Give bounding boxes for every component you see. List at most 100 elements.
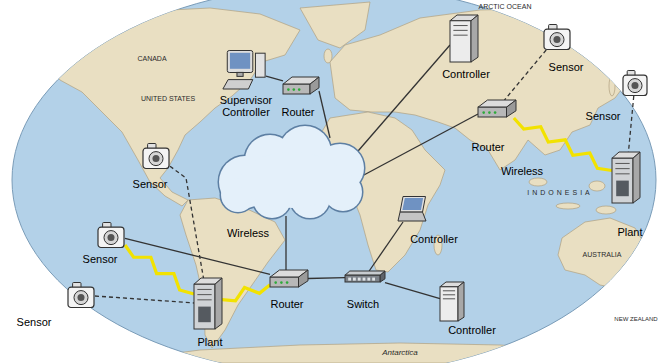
device-icon — [440, 282, 464, 322]
plant-panel — [616, 181, 629, 197]
keyboard — [223, 80, 253, 89]
continent-name: Antarctica — [382, 348, 418, 357]
router-device: Router — [283, 77, 319, 95]
device-label: Router — [270, 298, 303, 310]
device-icon — [543, 24, 571, 50]
tower-side — [458, 282, 464, 321]
plant-panel — [198, 307, 211, 323]
router-device: Router — [270, 270, 308, 288]
camera-body — [98, 227, 124, 247]
camera-lens-core — [152, 155, 159, 162]
switch-port — [348, 278, 351, 281]
drive-bay — [443, 290, 455, 291]
drive-bay — [453, 25, 467, 26]
monitor-stand — [237, 72, 243, 76]
device-icon — [397, 196, 427, 222]
switch-port — [372, 278, 375, 281]
router-light — [280, 281, 283, 284]
router-device: Router — [478, 100, 516, 118]
sensor-camera: Sensor — [142, 143, 170, 169]
ocean-name: ARCTIC OCEAN — [479, 3, 532, 10]
router-light — [488, 111, 491, 114]
tower-front — [612, 158, 633, 203]
island — [556, 203, 580, 209]
network-link — [369, 222, 403, 271]
new-zealand — [647, 293, 653, 311]
camera-lens-core — [77, 294, 84, 301]
router-side — [310, 77, 319, 94]
device-icon — [97, 222, 125, 248]
internet-cloud — [219, 126, 364, 218]
device-label: Controller — [448, 324, 496, 336]
router-front — [478, 107, 507, 117]
camera-lens-core — [631, 82, 638, 89]
device-icon — [612, 152, 640, 204]
drive-bay — [615, 168, 629, 169]
cloud-link — [362, 114, 478, 176]
switch-side — [380, 271, 385, 282]
device-icon — [450, 15, 478, 63]
router-light — [293, 88, 296, 91]
drive-bay — [615, 173, 629, 174]
island — [529, 178, 547, 186]
monitor-screen — [230, 53, 250, 69]
device-icon — [142, 143, 170, 169]
sensor-camera: Sensor — [67, 282, 95, 308]
device-label: Sensor — [549, 61, 584, 73]
wireless-link — [514, 118, 612, 171]
router-light — [287, 88, 290, 91]
plant-unit: Plant — [612, 152, 640, 204]
drive-bay — [197, 299, 211, 300]
device-icon — [478, 100, 516, 118]
tower-front — [194, 284, 215, 329]
tower-front — [440, 287, 458, 321]
australia — [558, 218, 648, 290]
switch-port — [353, 278, 356, 281]
sensor-link — [505, 50, 547, 100]
connectors — [95, 50, 634, 303]
pc-tower — [255, 53, 265, 77]
router-front — [270, 277, 299, 287]
ocean — [12, 0, 656, 363]
sensor-camera: Sensor — [543, 24, 571, 50]
network-link — [125, 238, 270, 274]
controller-server: Controller — [450, 15, 478, 63]
drive-bay — [197, 294, 211, 295]
router-light — [274, 281, 277, 284]
sensor-camera: Sensor — [97, 222, 125, 248]
britain — [324, 49, 332, 63]
camera-lens — [628, 79, 642, 93]
router-light — [298, 88, 301, 91]
camera-body — [623, 75, 647, 95]
router-side — [299, 270, 309, 287]
network-link — [266, 76, 283, 81]
camera-body — [544, 29, 570, 49]
supervisor-computer: Supervisor Controller — [222, 50, 266, 90]
router-light — [286, 281, 289, 284]
switch-port — [358, 278, 361, 281]
router-light — [494, 111, 497, 114]
switch-top — [345, 271, 385, 275]
device-label: Plant — [617, 226, 642, 238]
camera-lens-core — [107, 234, 114, 241]
antarctica — [100, 343, 660, 363]
switch-front — [345, 275, 380, 282]
controller-laptop: Controller — [397, 196, 427, 222]
monitor — [227, 51, 253, 73]
sensor-link — [170, 166, 203, 278]
country-name: INDONESIA — [527, 189, 593, 196]
device-label: Sensor — [17, 316, 52, 328]
device-label: Supervisor Controller — [208, 94, 284, 118]
camera-lens — [550, 33, 564, 47]
switch-port — [367, 278, 370, 281]
device-icon — [622, 70, 648, 96]
camera-lens — [74, 291, 88, 305]
japan — [609, 76, 615, 96]
south-america — [180, 198, 285, 348]
country-name: UNITED STATES — [141, 95, 195, 102]
tower-front — [450, 21, 471, 62]
